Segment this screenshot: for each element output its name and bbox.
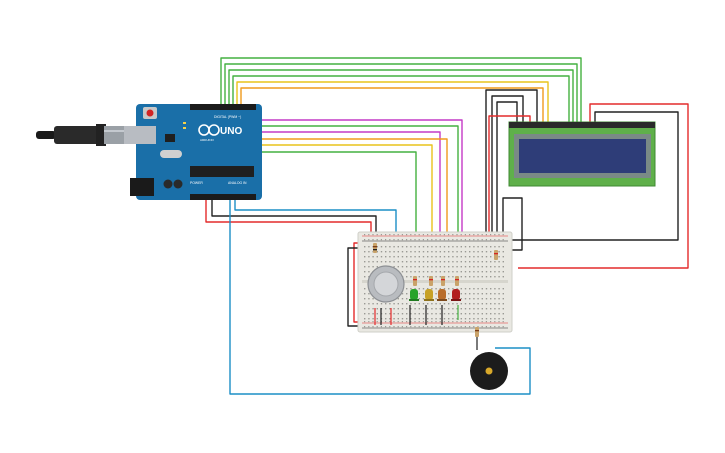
wire-orange-led [250, 138, 448, 238]
lcd-16x2-icon [508, 121, 656, 187]
wire-blue-buzzer [229, 200, 531, 395]
wire-black-lcd-right [508, 111, 679, 241]
gas-sensor-icon [367, 265, 405, 303]
wire-black-lcd-3 [496, 101, 518, 238]
resistor-led-2 [429, 276, 433, 286]
usb-jack [124, 126, 156, 144]
jumpers [374, 305, 478, 350]
wire-black-lcd-4 [502, 197, 523, 251]
breadboard [357, 231, 513, 333]
board-brand-label: UNO [220, 126, 242, 137]
wire-magenta-1 [250, 131, 441, 238]
resistor-led-3 [441, 276, 445, 286]
wire-green-lcd-3 [228, 69, 574, 124]
wire-green-lcd-4 [232, 75, 570, 124]
atmega-chip [190, 166, 254, 177]
wire-green-led [255, 151, 417, 238]
resistor-lcd [494, 250, 498, 260]
led-yellow [424, 289, 434, 301]
wire-red-lcd-right [518, 103, 689, 269]
wire-green-lcd-2 [224, 63, 578, 124]
wire-blue-sensor [234, 200, 397, 243]
resistor-buzzer [475, 327, 479, 337]
arduino-logo: UNO [198, 124, 242, 137]
wire-red-power [205, 200, 372, 243]
wire-magenta-2 [248, 119, 463, 238]
wire-green-2 [248, 125, 459, 238]
resistor-led-1 [413, 276, 417, 286]
arduino-logo-text: ARDUINO [200, 138, 215, 142]
wire-black-lcd-1 [485, 89, 538, 238]
wire-green-lcd-1 [220, 57, 582, 124]
wire-black-gnd [211, 200, 377, 243]
wires [205, 57, 689, 395]
led-orange [437, 289, 447, 301]
power-header-label: POWER [190, 181, 203, 185]
led-green [409, 289, 419, 301]
resistor-sensor [373, 243, 377, 253]
resistor-led-4 [455, 276, 459, 286]
piezo-buzzer-icon [470, 352, 508, 390]
wire-orange-lcd [240, 87, 544, 124]
led-red [451, 289, 461, 301]
arduino-uno-board: UNO DIGITAL (PWM ~) POWER ANALOG IN ARDU… [124, 104, 262, 200]
wire-red-lcd [488, 115, 531, 238]
wire-black-lcd-2 [491, 95, 524, 238]
resistors [373, 243, 498, 337]
digital-header-label: DIGITAL (PWM ~) [214, 115, 241, 119]
wire-yellow-led [252, 144, 433, 238]
analog-header-label: ANALOG IN [228, 181, 247, 185]
wire-yellow-lcd [236, 81, 549, 124]
power-jack [130, 178, 154, 196]
